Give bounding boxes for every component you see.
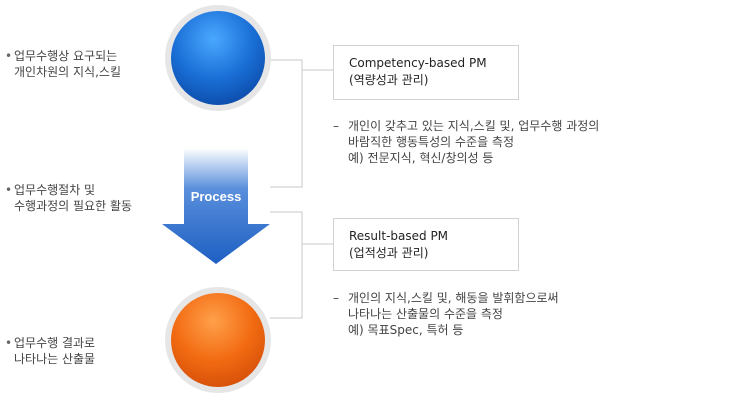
output-label: Ouput — [298, 328, 358, 350]
result-desc-line-1: 개인의 지식,스킬 및, 해동을 발휘함으로써 — [348, 291, 559, 305]
competency-title: Competency-based PM — [349, 56, 487, 70]
dash: – — [333, 291, 339, 305]
competency-desc-line-1: 개인이 갖추고 있는 지식,스킬 및, 업무수행 과정의 — [348, 119, 600, 133]
competency-box: Competency-based PM (역량성과 관리) — [333, 45, 519, 100]
process-description-line-2: 수행과정의 필요한 활동 — [14, 199, 133, 213]
output-circle: Ouput — [163, 285, 357, 395]
bullet: • — [5, 336, 13, 350]
input-description-line-2: 개인차원의 지식,스킬 — [14, 65, 121, 79]
process-description-line-1: 업무수행절차 및 — [14, 183, 96, 197]
competency-description: – 개인이 갖추고 있는 지식,스킬 및, 업무수행 과정의 바람직한 행동특성… — [333, 118, 633, 166]
competency-desc-line-3: 예) 전문지식, 혁신/창의성 등 — [348, 151, 494, 165]
process-description: • 업무수행절차 및 수행과정의 필요한 활동 — [5, 182, 133, 214]
result-desc-line-3: 예) 목표Spec, 특허 등 — [348, 323, 464, 337]
input-description-line-1: 업무수행상 요구되는 — [14, 49, 118, 63]
result-box: Result-based PM (업적성과 관리) — [333, 218, 519, 271]
input-circle: Input — [163, 3, 352, 113]
result-description: – 개인의 지식,스킬 및, 해동을 발휘함으로써 나타나는 산출물의 수준을 … — [333, 290, 633, 338]
bullet: • — [5, 49, 13, 63]
competency-subtitle: (역량성과 관리) — [349, 73, 429, 87]
competency-desc-line-2: 바람직한 행동특성의 수준을 측정 — [348, 135, 515, 149]
output-description: • 업무수행 결과로 나타나는 산출물 — [5, 335, 96, 367]
result-title: Result-based PM — [349, 229, 449, 243]
input-description: • 업무수행상 요구되는 개인차원의 지식,스킬 — [5, 48, 121, 80]
process-arrow-graphic — [162, 148, 270, 264]
result-desc-line-2: 나타나는 산출물의 수준을 측정 — [348, 307, 503, 321]
dash: – — [333, 119, 339, 133]
process-label: Process — [190, 189, 242, 204]
process-arrow: Process — [162, 148, 270, 264]
input-circle-graphic — [165, 5, 271, 111]
output-description-line-1: 업무수행 결과로 — [14, 336, 96, 350]
output-description-line-2: 나타나는 산출물 — [14, 352, 96, 366]
output-circle-graphic — [165, 287, 271, 393]
bullet: • — [5, 183, 13, 197]
result-subtitle: (업적성과 관리) — [349, 246, 429, 260]
